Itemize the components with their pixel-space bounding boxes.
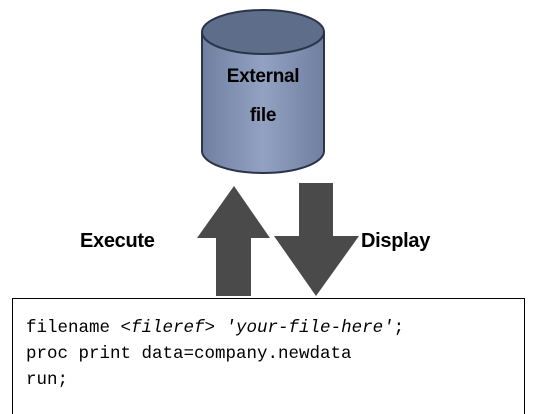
external-file-cylinder-body — [201, 31, 325, 174]
code-line-filename: filename <fileref> 'your-file-here'; — [26, 315, 524, 341]
cylinder-label-line1: External — [226, 66, 300, 87]
code-line-proc-print: proc print data=company.newdata — [26, 344, 352, 364]
code-space — [215, 318, 226, 338]
cylinder-label-line2: file — [249, 105, 277, 126]
execute-label: Execute — [80, 230, 155, 252]
code-fileref: <fileref> — [120, 318, 216, 338]
code-keyword-filename: filename — [26, 318, 121, 338]
display-down-arrow — [274, 183, 359, 296]
code-box: filename <fileref> 'your-file-here'; pro… — [12, 298, 525, 414]
execute-up-arrow — [197, 186, 270, 296]
external-file-cylinder-top — [201, 9, 325, 55]
code-file-path: 'your-file-here' — [225, 318, 394, 338]
display-label: Display — [361, 230, 431, 252]
code-line-run: run; — [26, 370, 69, 390]
code-semicolon: ; — [393, 318, 405, 338]
